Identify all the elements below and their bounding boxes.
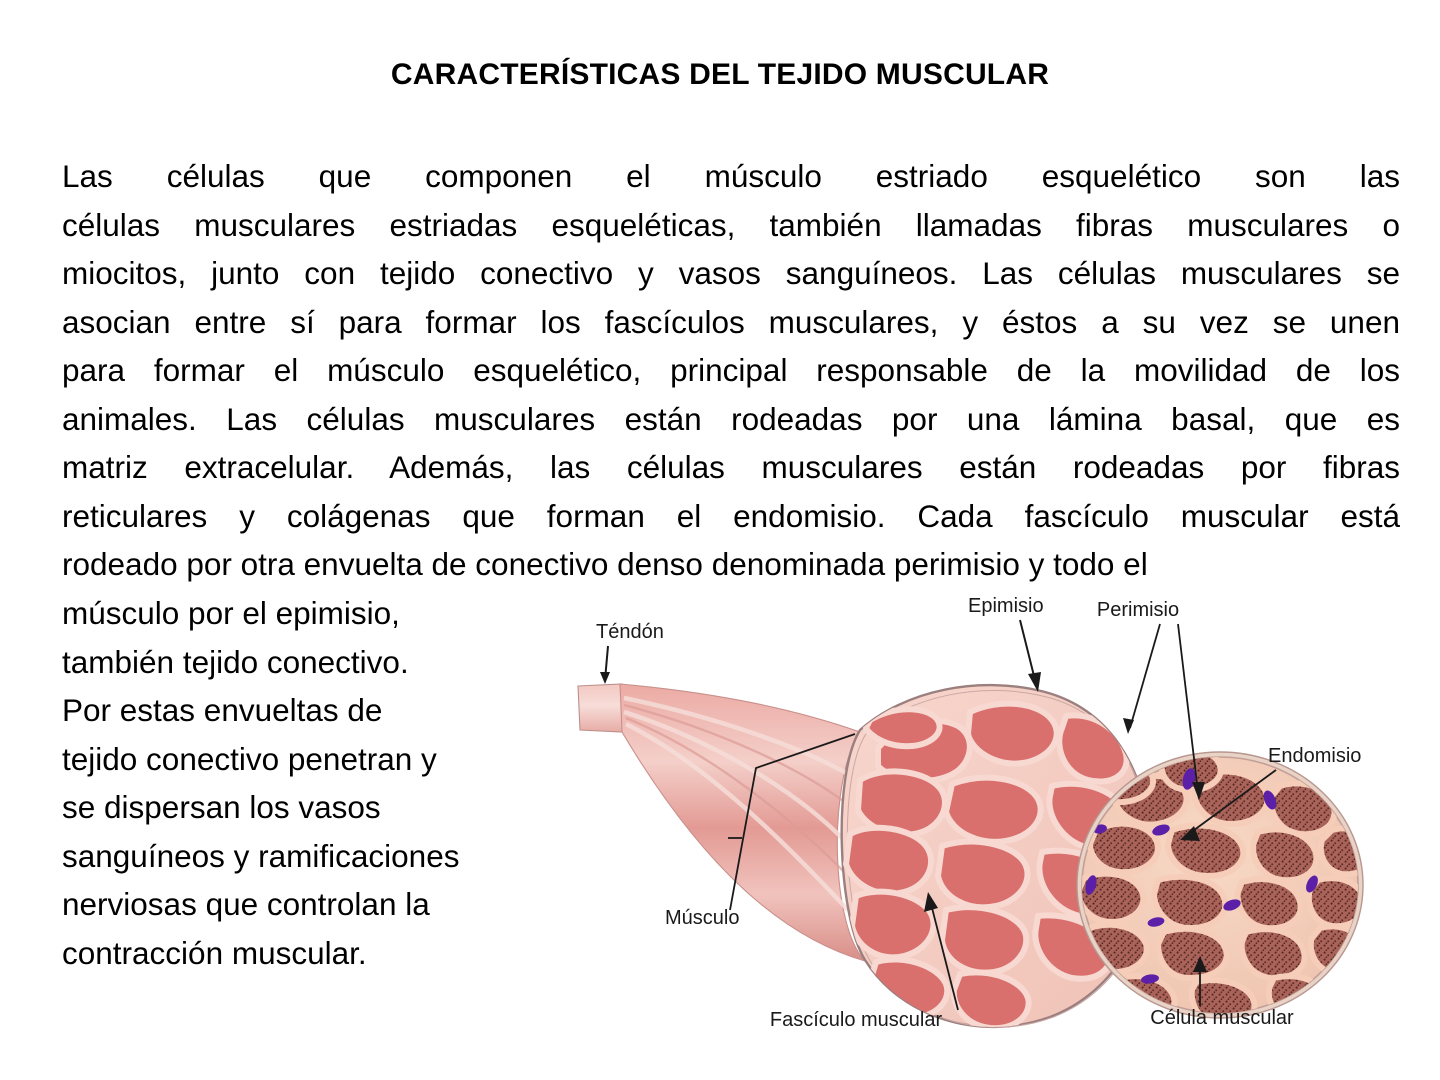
- body-line: matriz extracelular. Además, las células…: [62, 449, 1400, 485]
- fascicle-detail-inset: [1076, 751, 1364, 1019]
- leader-lines: [600, 619, 1277, 1011]
- body-line: rodeado por otra envuelta de conectivo d…: [62, 546, 1148, 582]
- body-line: nerviosas que controlan la: [62, 886, 430, 922]
- page-title: CARACTERÍSTICAS DEL TEJIDO MUSCULAR: [390, 58, 1050, 91]
- figure-label-muscle-cell: Célula muscular: [1150, 1007, 1294, 1029]
- figure-label-perimysium: Perimisio: [1097, 599, 1179, 621]
- body-line: animales. Las células musculares están r…: [62, 400, 1400, 437]
- body-paragraph-narrow-column: músculo por el epimisio, también tejido …: [62, 589, 532, 977]
- body-line: para formar el músculo esquelético, prin…: [62, 352, 1400, 388]
- body-paragraph-justified: Las células que componen el músculo estr…: [62, 152, 1400, 589]
- body-line: asocian entre sí para formar los fascícu…: [62, 303, 1400, 340]
- body-line: células musculares estriadas esquelética…: [62, 206, 1400, 243]
- figure-label-fascicle: Fascículo muscular: [770, 1009, 943, 1031]
- body-line: contracción muscular.: [62, 934, 367, 971]
- body-line: Por estas envueltas de: [62, 692, 383, 728]
- muscle-anatomy-figure: Téndón Músculo Epimisio Perimisio Endomi…: [560, 580, 1420, 1060]
- muscle-belly-shape: [619, 683, 867, 963]
- body-line: Las células que componen el músculo estr…: [62, 158, 1400, 194]
- figure-label-endomysium: Endomisio: [1268, 745, 1361, 767]
- figure-label-tendon: Téndón: [596, 621, 664, 643]
- figure-label-muscle: Músculo: [665, 907, 739, 929]
- tendon-shape: [577, 683, 623, 733]
- nucleus: [1085, 768, 1318, 984]
- body-line: tejido conectivo penetran y: [62, 740, 437, 777]
- body-line: reticulares y colágenas que forman el en…: [62, 497, 1400, 534]
- figure-label-epimysium: Epimisio: [968, 595, 1044, 617]
- body-line: sanguíneos y ramificaciones: [62, 837, 460, 874]
- body-line: también tejido conectivo.: [62, 643, 409, 680]
- body-line: miocitos, junto con tejido conectivo y v…: [62, 255, 1400, 291]
- body-line: músculo por el epimisio,: [62, 595, 400, 631]
- body-line: se dispersan los vasos: [62, 789, 381, 825]
